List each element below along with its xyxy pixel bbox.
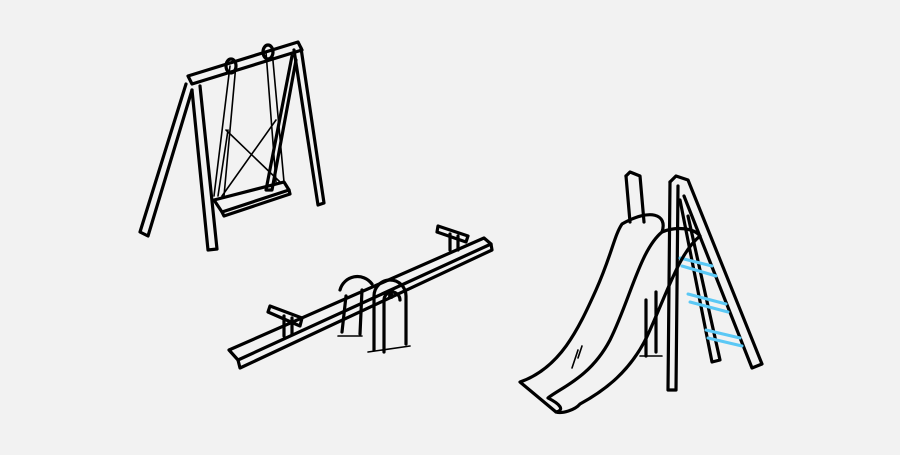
seesaw	[227, 224, 494, 370]
swing	[138, 40, 326, 252]
slide	[518, 170, 764, 415]
